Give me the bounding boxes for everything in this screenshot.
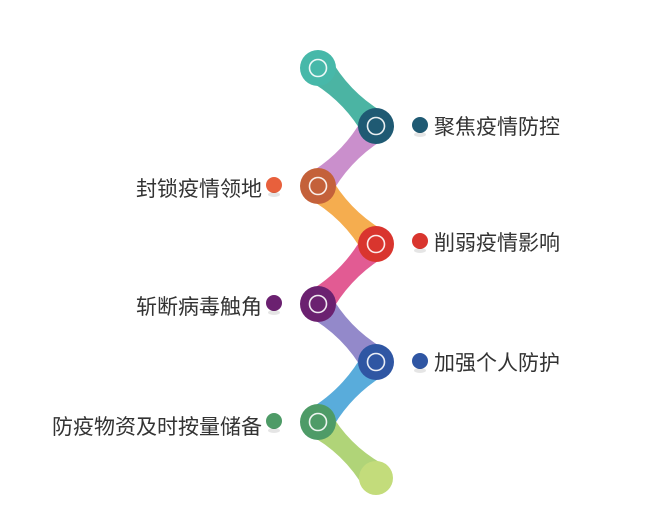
chain-node-6: [358, 344, 394, 380]
label-weaken-epidemic-impact: 削弱疫情影响: [434, 231, 560, 255]
marker-dot-2: [266, 177, 282, 199]
chain-node-5: [300, 286, 336, 322]
label-lock-epidemic-territory: 封锁疫情领地: [136, 177, 262, 201]
marker-dot-4: [266, 295, 282, 317]
marker-dot-3: [412, 233, 428, 255]
label-strengthen-personal-protection: 加强个人防护: [434, 351, 560, 375]
chain-node-3: [300, 168, 336, 204]
label-cut-virus-tentacles: 斩断病毒触角: [136, 295, 262, 319]
chain-node-7: [300, 404, 336, 440]
chain-node-2: [358, 108, 394, 144]
label-focus-epidemic-control: 聚焦疫情防控: [434, 115, 560, 139]
marker-dot-6: [266, 413, 282, 435]
chain-node-4: [358, 226, 394, 262]
label-stockpile-supplies: 防疫物资及时按量储备: [52, 415, 262, 439]
marker-dot-1: [412, 117, 428, 139]
chain-node-8: [359, 461, 393, 495]
chain-node-1: [300, 50, 336, 86]
marker-dot-5: [412, 353, 428, 375]
